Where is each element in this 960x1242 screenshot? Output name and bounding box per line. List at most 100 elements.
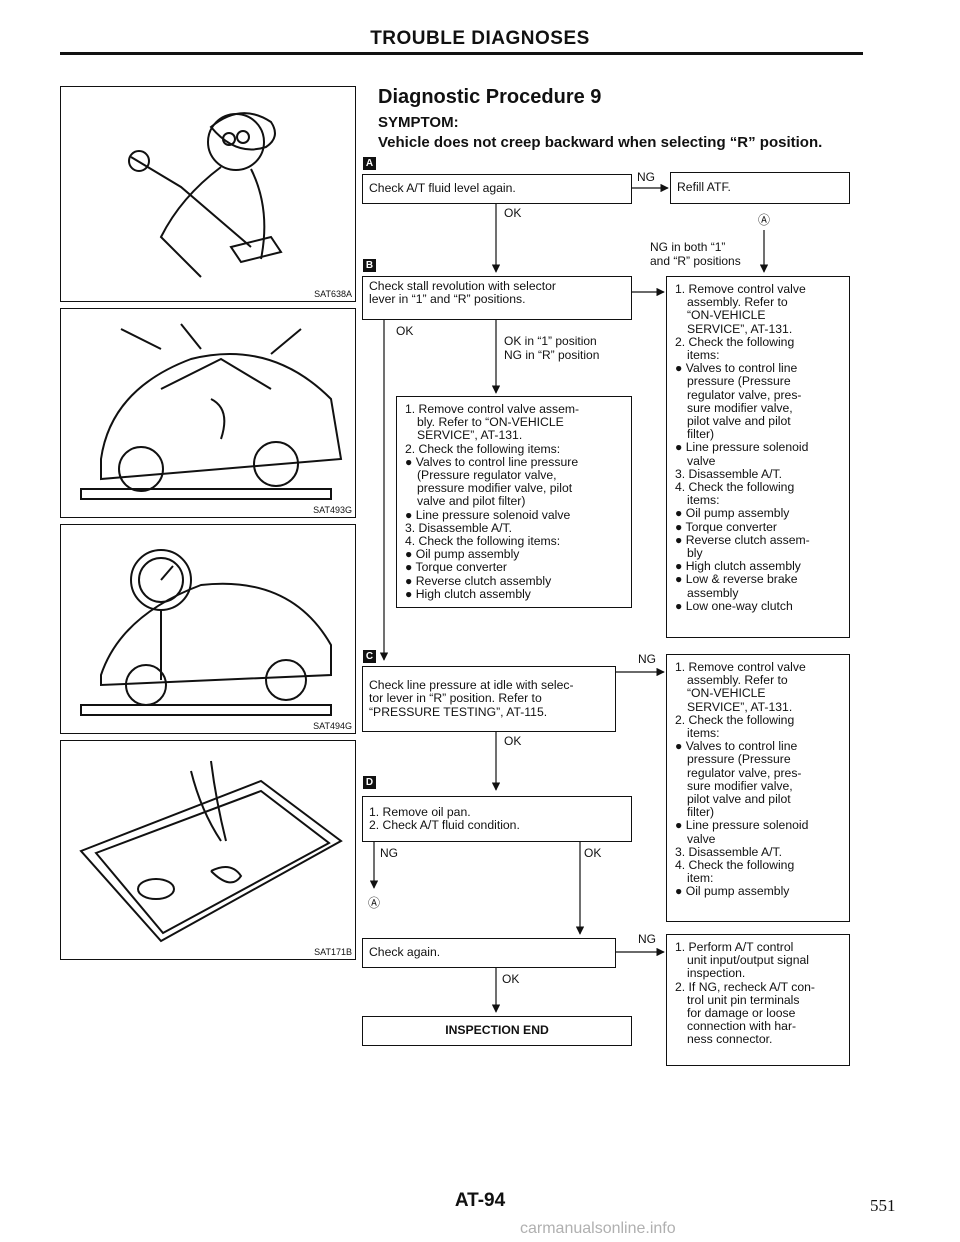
symptom-label: SYMPTOM:: [378, 114, 459, 131]
label-ng-c: NG: [638, 652, 656, 666]
remedy-line: pressure modifier valve, pilot: [417, 481, 573, 496]
remedy-line: pilot valve and pilot: [687, 414, 791, 429]
remedy-line: ● Low one-way clutch: [675, 598, 793, 613]
remedy-line: SERVICE”, AT-131.: [687, 699, 793, 714]
remedy-line: ● Valves to control line: [675, 739, 798, 754]
flow-badge-b: B: [363, 259, 376, 272]
remedy-line: ● High clutch assembly: [405, 586, 531, 601]
remedy-line: unit input/output signal: [687, 953, 809, 968]
remedy-line: regulator valve, pres-: [687, 765, 802, 780]
step-c-line: “PRESSURE TESTING”, AT-115.: [369, 704, 548, 719]
remedy-line: regulator valve, pres-: [687, 387, 802, 402]
step-b-box: Check stall revolution with selector lev…: [362, 276, 632, 320]
watermark: carmanualsonline.info: [520, 1220, 676, 1237]
step-b-line: Check stall revolution with selector: [369, 279, 556, 293]
remedy-line: “ON-VEHICLE: [687, 308, 766, 323]
remedy-line: for damage or loose: [687, 1006, 796, 1021]
remedy-line: ● High clutch assembly: [675, 559, 801, 574]
remedy-line: valve: [687, 831, 716, 846]
check-again-box: Check again.: [362, 938, 616, 968]
remedy-line: valve: [687, 453, 716, 468]
remedy-line: 3. Disassemble A/T.: [405, 520, 513, 535]
header-rule: [60, 52, 863, 55]
figure-mechanic-dipstick: SAT638A: [60, 86, 356, 302]
label-ok-a: OK: [504, 206, 522, 220]
remedy-line: SERVICE”, AT-131.: [417, 428, 523, 443]
remedy-line: ● Valves to control line pressure: [405, 454, 579, 469]
remedy-line: SERVICE”, AT-131.: [687, 321, 793, 336]
step-d-box: 1. Remove oil pan. 2. Check A/T fluid co…: [362, 796, 632, 842]
step-a-text: Check A/T fluid level again.: [369, 181, 516, 196]
step-d-line: 2. Check A/T fluid condition.: [369, 818, 520, 832]
procedure-title: Diagnostic Procedure 9: [378, 86, 602, 108]
remedy-line: bly: [687, 546, 703, 561]
remedy-line: (Pressure regulator valve,: [417, 468, 557, 483]
remedy-line: ● Reverse clutch assem-: [675, 532, 810, 547]
remedy-line: sure modifier valve,: [687, 400, 793, 415]
flow-badge-d: D: [363, 776, 376, 789]
remedy-line: ● Torque converter: [675, 519, 777, 534]
inspection-end-box: INSPECTION END: [362, 1016, 632, 1046]
remedy-line: 1. Perform A/T control: [675, 940, 794, 954]
figure-car-pressure-gauge: SAT494G: [60, 524, 356, 734]
remedy-line: pilot valve and pilot: [687, 792, 791, 807]
label-ng-both-1: NG in both “1”: [650, 240, 726, 254]
remedy-line: 1. Remove control valve: [675, 282, 806, 296]
remedy-line: inspection.: [687, 966, 746, 981]
label-ok-b: OK: [396, 324, 414, 338]
label-ng-a: NG: [637, 170, 655, 184]
remedy-line: ● Oil pump assembly: [675, 506, 790, 521]
remedy-line: assembly. Refer to: [687, 295, 788, 310]
remedy-line: items:: [687, 726, 720, 741]
remedy-line: 2. Check the following: [675, 712, 795, 727]
figure-code: SAT171B: [314, 947, 352, 957]
remedy-line: 4. Check the following: [675, 480, 795, 495]
step-a-box: Check A/T fluid level again.: [362, 174, 632, 204]
remedy-line: items:: [687, 493, 720, 508]
refill-box: Refill ATF.: [670, 172, 850, 204]
remedy-line: ● Oil pump assembly: [675, 884, 790, 899]
remedy-line: 4. Check the following items:: [405, 534, 561, 549]
remedy-line: 2. Check the following items:: [405, 441, 561, 456]
middle-remedy-box: 1. Remove control valve assem-bly. Refer…: [396, 396, 632, 608]
remedy-line: ● Oil pump assembly: [405, 547, 520, 562]
step-d-line: 1. Remove oil pan.: [369, 804, 471, 819]
remedy-line: connection with har-: [687, 1019, 797, 1034]
remedy-line: pressure (Pressure: [687, 752, 791, 767]
label-ok-c: OK: [504, 734, 522, 748]
remedy-line: item:: [687, 871, 714, 886]
inspection-end-text: INSPECTION END: [445, 1023, 549, 1038]
remedy-line: 3. Disassemble A/T.: [675, 844, 783, 859]
remedy-line: sure modifier valve,: [687, 778, 793, 793]
remedy-line: pressure (Pressure: [687, 374, 791, 389]
symptom-text: Vehicle does not creep backward when sel…: [378, 134, 823, 151]
step-c-box: Check line pressure at idle with selec- …: [362, 666, 616, 732]
remedy-line: 2. Check the following: [675, 334, 795, 349]
remedy-line: bly. Refer to “ON-VEHICLE: [417, 415, 564, 430]
step-c-line: Check line pressure at idle with selec-: [369, 678, 574, 693]
remedy-line: ● Line pressure solenoid: [675, 818, 809, 833]
label-ok-d: OK: [584, 846, 602, 860]
remedy-line: “ON-VEHICLE: [687, 686, 766, 701]
remedy-line: filter): [687, 427, 715, 442]
step-c-line: tor lever in “R” position. Refer to: [369, 691, 542, 706]
figure-code: SAT494G: [313, 721, 352, 731]
label-ok-check: OK: [502, 972, 520, 986]
remedy-line: ness connector.: [687, 1032, 773, 1047]
connector-a-top: Ⓐ: [758, 213, 771, 227]
check-again-text: Check again.: [369, 945, 441, 960]
label-ng-in-r: NG in “R” position: [504, 348, 600, 362]
label-ng-d: NG: [380, 846, 398, 860]
remedy-line: valve and pilot filter): [417, 494, 526, 509]
remedy-line: 1. Remove control valve: [675, 660, 806, 674]
page-number: 551: [870, 1196, 896, 1215]
remedy-line: filter): [687, 805, 715, 820]
remedy-line: assembly: [687, 585, 739, 600]
flow-badge-c: C: [363, 650, 376, 663]
remedy-line: ● Line pressure solenoid: [675, 440, 809, 455]
page-code: AT-94: [454, 1190, 506, 1211]
